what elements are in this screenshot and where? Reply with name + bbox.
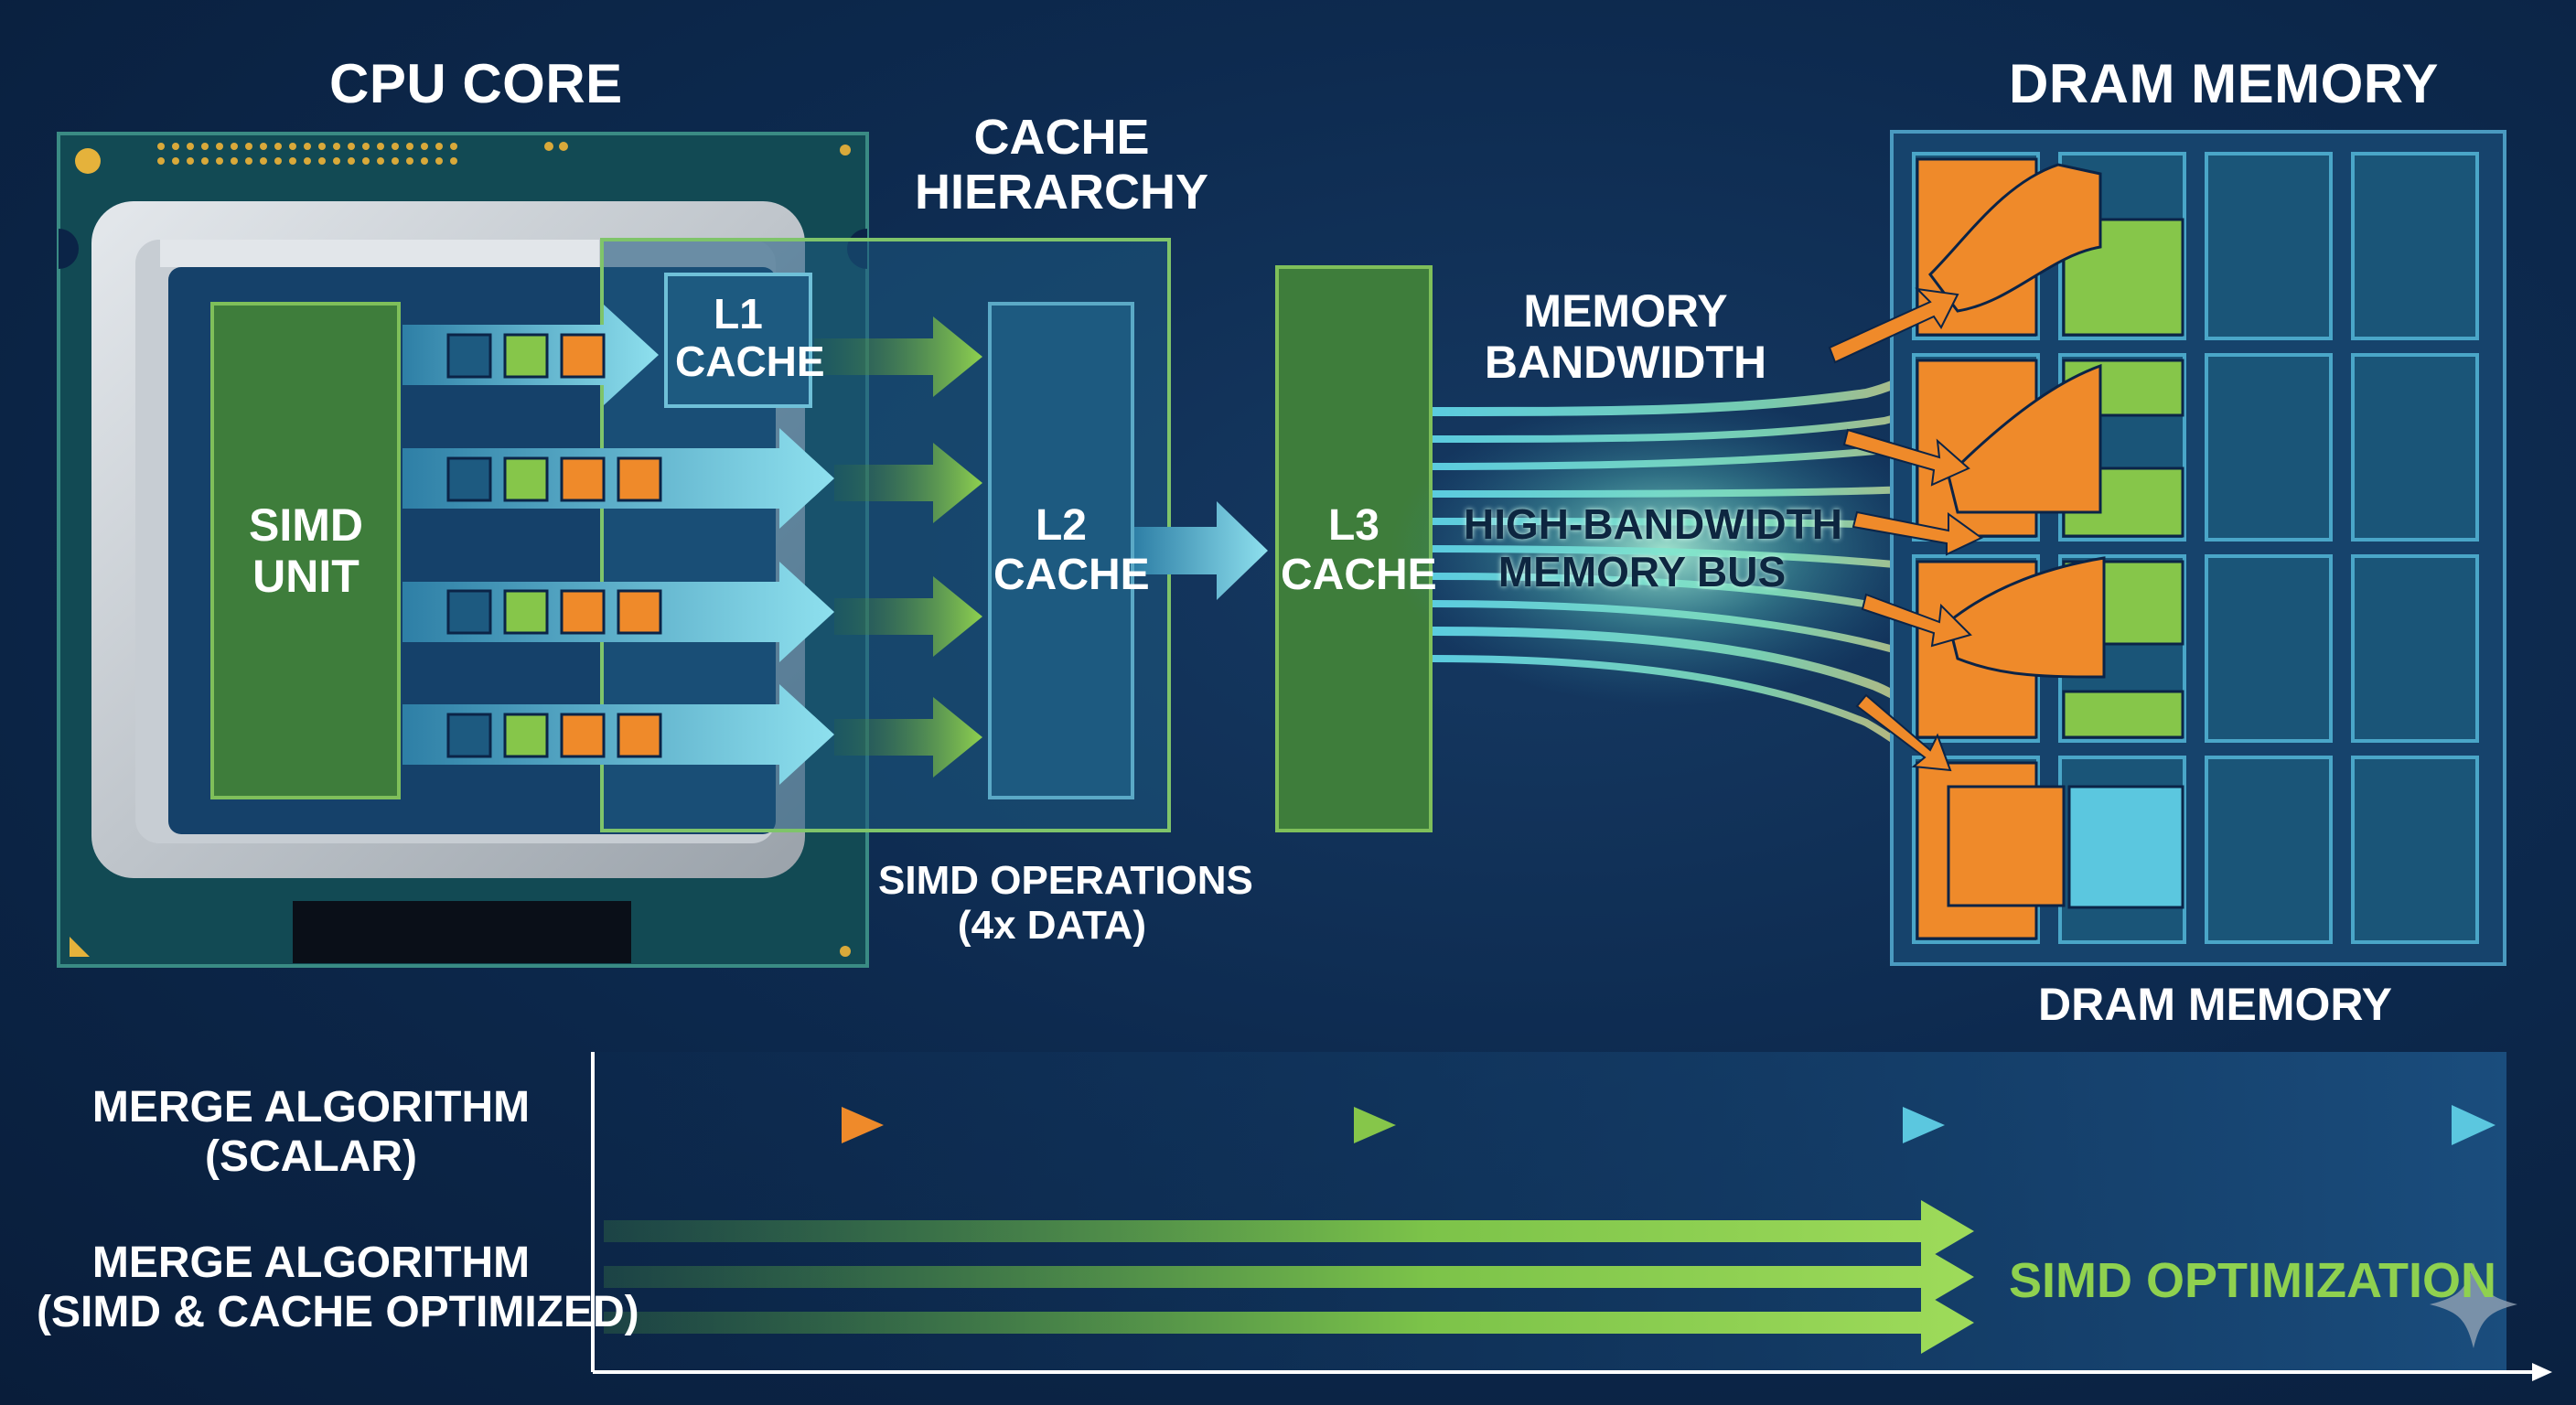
sparkle-icon xyxy=(2430,1262,2517,1348)
l2-cache-line2: CACHE xyxy=(993,550,1150,599)
simd-optimization-label: SIMD OPTIMIZATION xyxy=(2009,1253,2496,1308)
l2-cache-box xyxy=(988,302,1134,799)
merge-scalar-label: MERGE ALGORITHM (SCALAR) xyxy=(55,1083,567,1182)
cache-hierarchy-title: CACHE HIERARCHY xyxy=(915,110,1208,220)
merge-scalar-line1: MERGE ALGORITHM xyxy=(91,1083,531,1132)
simd-unit-label: SIMD UNIT xyxy=(249,499,363,602)
simd-operations-label: SIMD OPERATIONS (4x DATA) xyxy=(878,858,1253,949)
l1-cache-label: L1 CACHE xyxy=(675,290,825,385)
l3-cache-line2: CACHE xyxy=(1281,550,1437,599)
merge-scalar-line2: (SCALAR) xyxy=(205,1132,417,1181)
memory-bus-line2: MEMORY BUS xyxy=(1497,547,1787,595)
memory-bandwidth-label: MEMORY BANDWIDTH xyxy=(1484,285,1767,388)
cpu-core-title: CPU CORE xyxy=(329,53,623,114)
simd-unit-box xyxy=(210,302,401,799)
l1-cache-line1: L1 xyxy=(714,290,763,338)
cache-hierarchy-line2: HIERARCHY xyxy=(915,165,1209,220)
memory-bandwidth-line2: BANDWIDTH xyxy=(1484,337,1767,388)
memory-bus-line1: HIGH-BANDWIDTH xyxy=(1464,500,1842,548)
l2-cache-line1: L2 xyxy=(1035,501,1087,550)
simd-unit-line2: UNIT xyxy=(252,551,360,602)
merge-simd-line1: MERGE ALGORITHM xyxy=(91,1239,531,1287)
simd-operations-line1: SIMD OPERATIONS xyxy=(878,858,1253,903)
l2-input-arrows xyxy=(814,316,982,778)
l1-cache-box xyxy=(664,273,812,408)
dram-memory-grid xyxy=(1828,130,2506,966)
dram-memory-title: DRAM MEMORY xyxy=(2009,53,2439,114)
comparison-panel xyxy=(591,1052,2552,1381)
simd-data-blocks xyxy=(446,333,662,758)
l3-cache-line1: L3 xyxy=(1327,501,1379,550)
l3-cache-label: L3 CACHE xyxy=(1281,501,1437,600)
memory-bus-label: HIGH-BANDWIDTH MEMORY BUS xyxy=(1464,500,1842,595)
simd-operations-line2: (4x DATA) xyxy=(957,903,1147,949)
merge-simd-line2: (SIMD & CACHE OPTIMIZED) xyxy=(37,1287,639,1336)
l2-cache-label: L2 CACHE xyxy=(993,501,1150,600)
cache-hierarchy-line1: CACHE xyxy=(973,110,1150,165)
merge-simd-label: MERGE ALGORITHM (SIMD & CACHE OPTIMIZED) xyxy=(37,1239,639,1337)
l2-to-l3-arrow xyxy=(1134,501,1268,600)
l1-cache-line2: CACHE xyxy=(675,337,825,385)
memory-bandwidth-line1: MEMORY xyxy=(1523,285,1728,337)
simd-unit-line1: SIMD xyxy=(249,499,363,551)
dram-memory-caption: DRAM MEMORY xyxy=(2038,979,2393,1030)
